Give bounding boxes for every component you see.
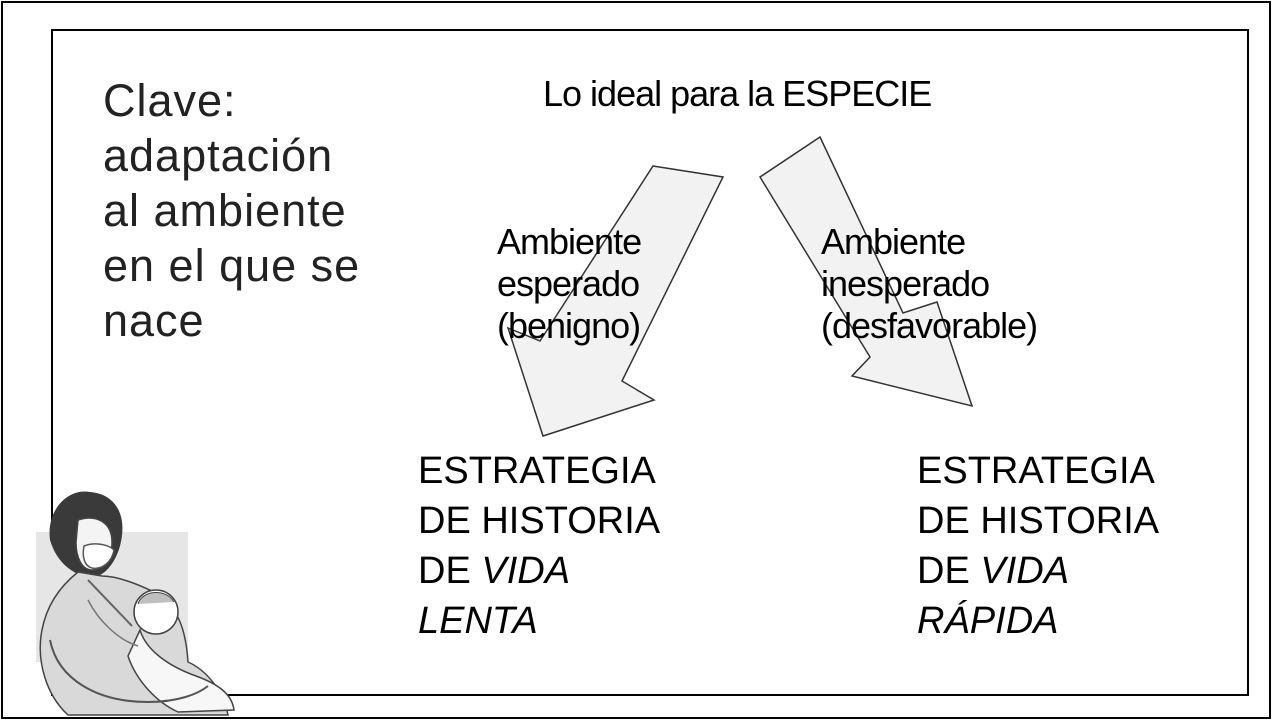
expected-env-line-3: (benigno) <box>497 305 641 346</box>
fast-strategy-de: DE <box>917 550 981 592</box>
unexpected-env-line-3: (desfavorable) <box>821 305 1038 346</box>
expected-environment-label: Ambiente esperado (benigno) <box>497 221 642 347</box>
key-concept-text: Clave: adaptación al ambiente en el que … <box>103 73 403 348</box>
expected-env-line-1: Ambiente <box>497 221 642 262</box>
slide-content-frame <box>51 29 1249 696</box>
mother-breastfeeding-illustration <box>36 491 235 716</box>
key-line-3: al ambiente <box>103 185 347 236</box>
slow-strategy-line-2: DE HISTORIA <box>418 500 661 542</box>
slow-strategy-line-3: DE VIDA <box>418 546 660 596</box>
fast-strategy-line-1: ESTRATEGIA <box>917 450 1155 492</box>
key-line-4: en el que se <box>103 240 361 291</box>
species-ideal-label: Lo ideal para la ESPECIE <box>543 73 932 114</box>
unexpected-environment-label: Ambiente inesperado (desfavorable) <box>821 221 1038 347</box>
unexpected-env-line-1: Ambiente <box>821 221 966 262</box>
fast-strategy-vida: VIDA <box>980 550 1070 592</box>
slow-strategy-line-1: ESTRATEGIA <box>418 450 656 492</box>
arrow-unexpected-environment <box>758 135 974 408</box>
arrow-expected-environment <box>506 165 725 437</box>
key-line-2: adaptación <box>103 130 334 181</box>
slow-strategy-de: DE <box>418 550 482 592</box>
slow-strategy-line-4: LENTA <box>418 600 538 642</box>
key-line-1: Clave: <box>103 75 237 126</box>
unexpected-env-line-2: inesperado <box>821 263 990 304</box>
fast-strategy-line-3: DE VIDA <box>917 546 1159 596</box>
expected-env-line-2: esperado <box>497 263 640 304</box>
key-line-5: nace <box>103 295 205 346</box>
slow-strategy-vida: VIDA <box>481 550 571 592</box>
fast-life-strategy: ESTRATEGIA DE HISTORIA DE VIDA RÁPIDA <box>917 446 1159 646</box>
fast-strategy-line-2: DE HISTORIA <box>917 500 1160 542</box>
fast-strategy-line-4: RÁPIDA <box>917 600 1059 642</box>
slow-life-strategy: ESTRATEGIA DE HISTORIA DE VIDA LENTA <box>418 446 660 646</box>
